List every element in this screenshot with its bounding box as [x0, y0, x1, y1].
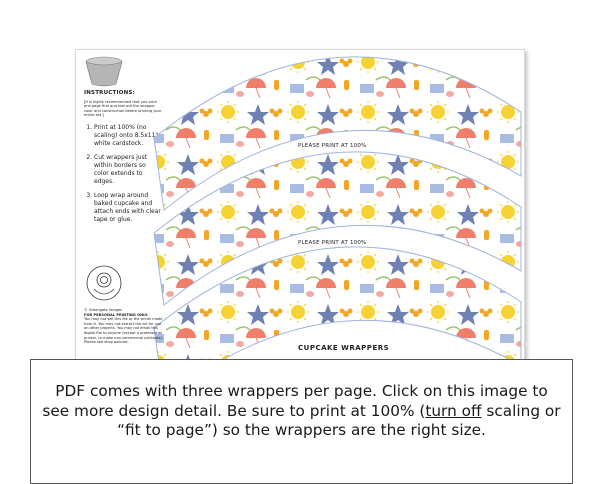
legal-text: You may not sell this file or the prints… — [84, 317, 164, 345]
greengate-logo — [86, 265, 122, 301]
footer-title: CUPCAKE WRAPPERS — [296, 344, 392, 352]
step-2: Cut wrappers just within borders so colo… — [94, 154, 162, 186]
copyright: © Greengate Images — [84, 308, 122, 312]
instructions: INSTRUCTIONS: [It is highly recommended … — [84, 90, 162, 230]
wrapper-template-sheet[interactable]: INSTRUCTIONS: [It is highly recommended … — [75, 49, 525, 381]
instructions-title: INSTRUCTIONS: — [84, 90, 135, 96]
step-1: Print at 100% (no scaling) onto 8.5x11" … — [94, 124, 162, 148]
caption-underlined: turn off — [425, 401, 482, 420]
instructions-note: [It is highly recommended that you print… — [84, 100, 162, 118]
caption-part-1: PDF comes with three wrappers per page. … — [42, 382, 548, 420]
print-label-2: PLEASE PRINT AT 100% — [298, 240, 367, 246]
caption-part-2: scaling or “fit to page”) so the wrapper… — [117, 401, 561, 440]
legal-title: FOR PERSONAL PRINTING ONLY. — [84, 312, 149, 317]
cupcake-wrapper-icon — [85, 56, 123, 87]
caption-box: PDF comes with three wrappers per page. … — [30, 359, 573, 484]
caption-text: PDF comes with three wrappers per page. … — [41, 382, 562, 441]
legal-notice: © Greengate Images FOR PERSONAL PRINTING… — [84, 308, 164, 345]
wrapper-band-2 — [153, 151, 522, 306]
wrapper-band-1 — [153, 56, 522, 211]
step-3: Loop wrap around baked cupcake and attac… — [94, 192, 162, 224]
instructions-steps: Print at 100% (no scaling) onto 8.5x11" … — [84, 124, 162, 224]
print-label-1: PLEASE PRINT AT 100% — [298, 143, 367, 149]
